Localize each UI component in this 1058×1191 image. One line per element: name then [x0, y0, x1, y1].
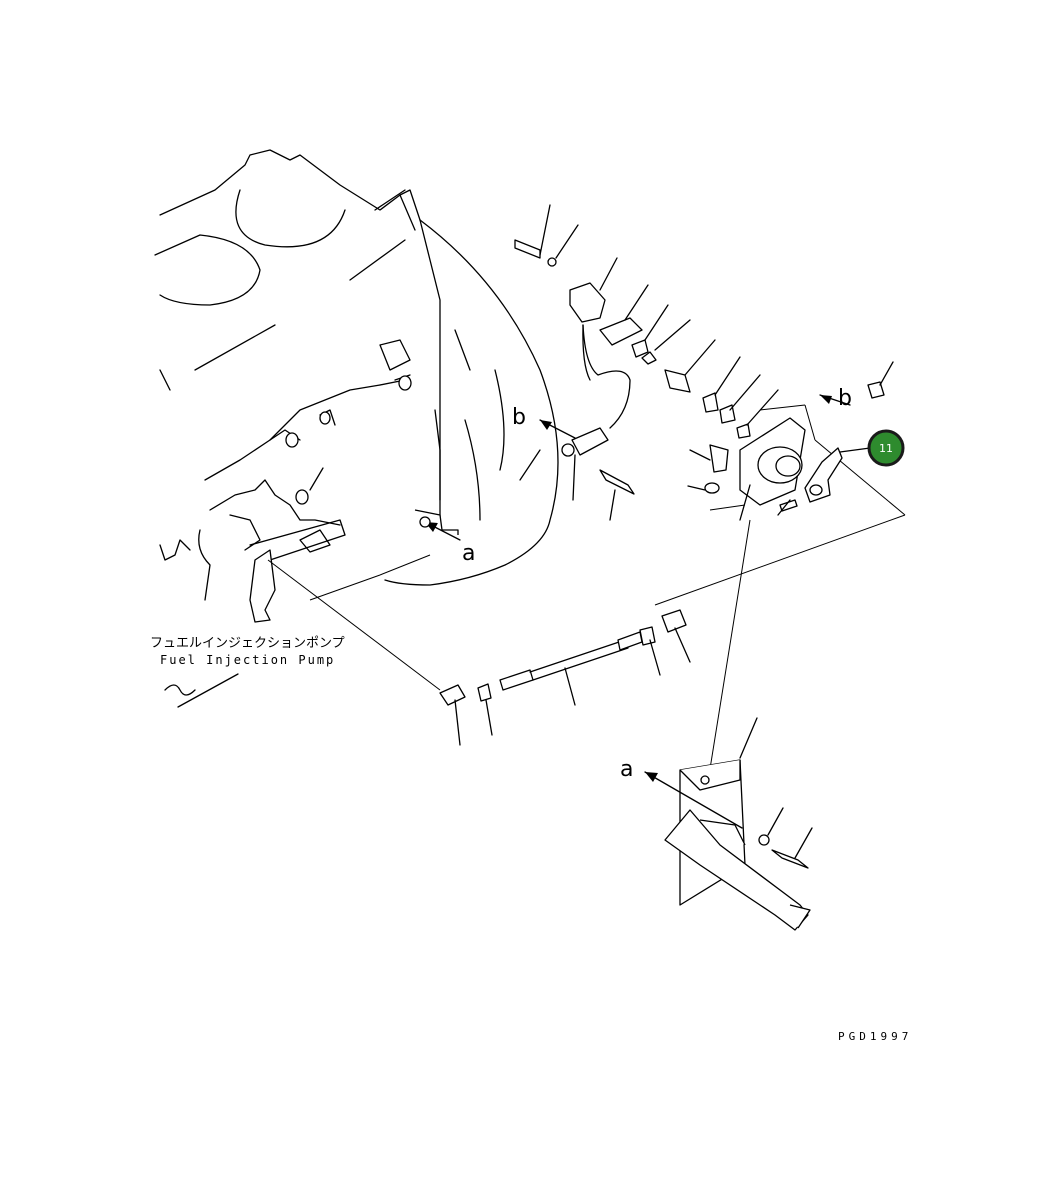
drawing-code: PGD1997 — [838, 1030, 912, 1043]
engine-housing — [154, 149, 559, 586]
callout-badge-11[interactable]: 11 — [867, 429, 905, 467]
label-a-top: a — [462, 541, 475, 566]
stop-solenoid-assy — [514, 204, 894, 521]
arrow-label-a-top: a — [414, 509, 475, 566]
callout-number: 11 — [879, 442, 893, 455]
label-b-right: b — [838, 386, 852, 411]
label-a-bottom: a — [620, 757, 633, 782]
pedal-bracket — [664, 717, 813, 931]
arrow-label-a-bottom: a — [620, 757, 743, 829]
linkage-rod — [439, 609, 691, 746]
caption-en: Fuel Injection Pump — [160, 653, 335, 667]
reference-lines — [267, 404, 906, 801]
label-b-left: b — [512, 405, 526, 430]
caption-fuel-injection-pump: フュエルインジェクションポンプ Fuel Injection Pump — [150, 636, 345, 708]
arrow-label-b-right: b — [819, 386, 852, 411]
arrow-label-b-left: b — [512, 405, 576, 439]
fuel-injection-pump — [159, 467, 346, 623]
caption-jp: フュエルインジェクションポンプ — [150, 636, 345, 651]
